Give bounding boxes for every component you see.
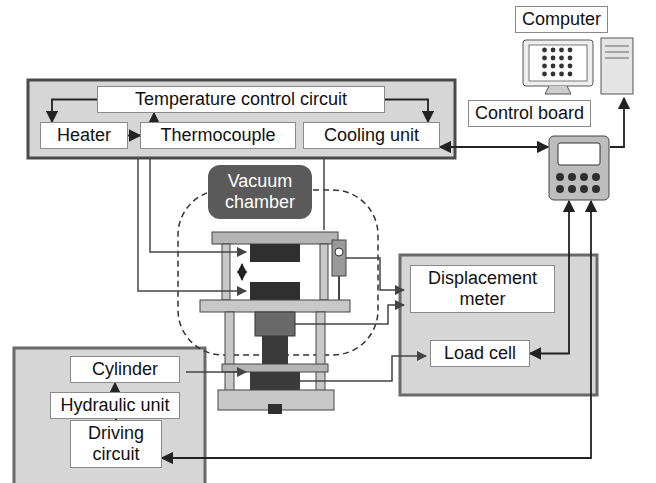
hydraulic-box: Hydraulic unit [50,392,180,419]
control-board-node: Control board [468,100,613,201]
screen [529,45,587,81]
screen-dot [551,64,556,69]
screen-dot [568,48,573,53]
base-fitting [268,404,282,414]
displacement-wire [346,258,404,290]
drive-slot [605,46,629,47]
screen-dot [568,64,573,69]
upper-heater-block [250,244,300,262]
column [320,244,328,300]
drive-slot [605,52,629,53]
node-label: Load cell [437,343,523,364]
sensor-dial [335,248,343,256]
monitor [523,40,593,86]
signal-connector [52,100,97,123]
chamber-label: Vacuum chamber [208,165,312,219]
node-label: Thermocouple [147,125,289,146]
screen-dot [551,72,556,77]
cylinder-body [250,372,300,390]
signal-connector [385,100,428,123]
signal-connector [162,201,591,458]
lower-plate [222,364,328,372]
signal-connector [114,383,116,392]
tower [601,38,633,94]
meter-box: Displacement meter [410,265,555,313]
screen-dot [551,56,556,61]
screen-dot [542,56,547,61]
node-label: Cooling unit [310,125,433,146]
board-button [580,185,588,193]
board-button [592,173,600,181]
computer-icon [515,36,640,98]
board-button [556,185,564,193]
drive-slot [605,58,629,59]
sensor-probe [338,276,340,300]
cooling-pipe [323,158,325,230]
screen-dot [542,64,547,69]
board-button [592,185,600,193]
signal-connector [610,98,624,147]
signal-connector [128,135,140,137]
table-plate [200,300,350,312]
board-button [556,173,564,181]
node-label: Hydraulic unit [57,395,173,416]
load-cell-wire [300,356,426,381]
sensor-box: Thermocouple [140,122,296,149]
signal-connector [440,146,548,148]
screen-dot [559,48,564,53]
node-label: Temperature control circuit [104,89,378,110]
monitor-stand [545,86,571,94]
top-crossbar [212,232,338,244]
node-label: Computer [515,6,608,33]
screen-dot [542,72,547,77]
board-button [568,185,576,193]
control-board-icon [548,135,610,201]
measurement-panel [400,255,597,395]
displacement-wire [295,305,404,324]
board-button [580,173,588,181]
displacement-sensor [332,240,346,276]
cylinder-box: Cylinder [70,356,180,383]
node-label: Displacement meter [417,268,548,310]
node-label: Vacuum chamber [216,171,304,213]
driver-box: Driving circuit [70,420,162,468]
lower-heater-block [250,282,300,300]
screen-dot [559,56,564,61]
node-label: Driving circuit [77,423,155,465]
screen-dot [551,48,556,53]
computer-node: Computer [515,6,640,98]
cylinder-line [186,371,246,373]
board-display [558,143,600,165]
cooling-box: Cooling unit [303,122,440,149]
load-cell-box: Load cell [430,340,530,367]
node-label: Heater [47,125,121,146]
board-button [568,173,576,181]
screen-dot [568,56,573,61]
signal-connector [153,113,155,122]
heater-box: Heater [40,122,128,149]
screen-dot [559,64,564,69]
screen-dot [542,48,547,53]
board-housing [549,136,609,200]
node-label: Control board [468,100,591,127]
temperature-panel [28,80,455,158]
screen-dot [559,72,564,77]
load-cell-body [255,312,295,336]
control-circuit-box: Temperature control circuit [97,86,385,113]
hydraulic-panel [14,348,205,483]
motion-arrow [241,264,243,280]
screen-dot [568,72,573,77]
cylinder-rod [262,336,288,364]
node-label: Cylinder [77,359,173,380]
lower-column [225,312,234,392]
